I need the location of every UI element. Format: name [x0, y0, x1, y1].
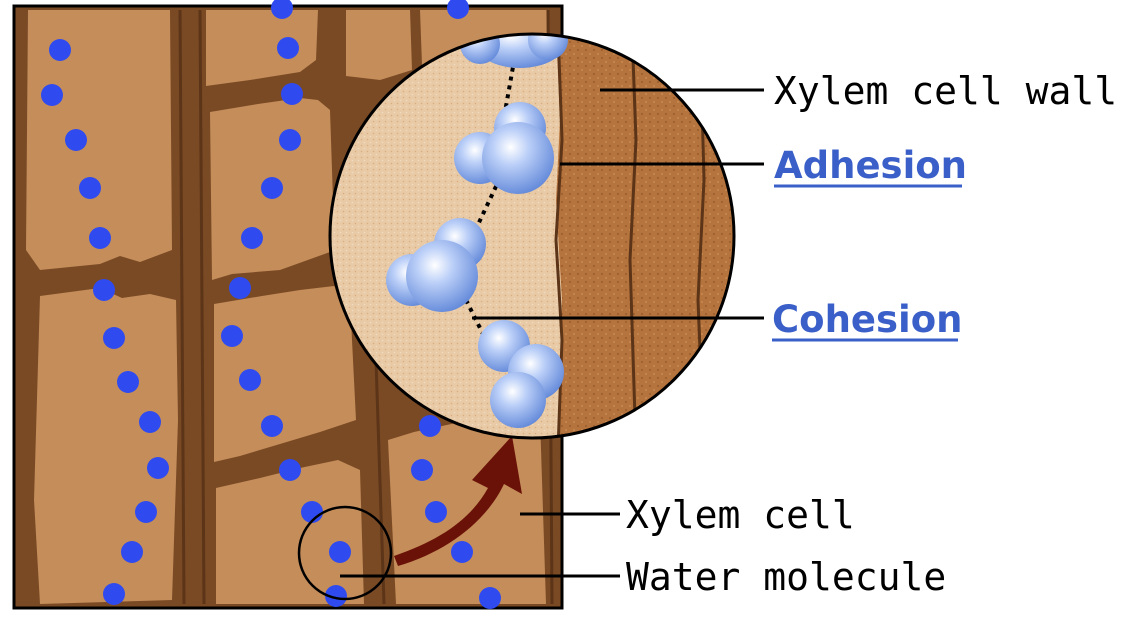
- water-dot: [49, 39, 71, 61]
- xylem-cell-wall-zoomed: [556, 34, 734, 438]
- water-dot: [411, 459, 433, 481]
- water-dot: [229, 277, 251, 299]
- link-adhesion[interactable]: Adhesion: [774, 144, 967, 188]
- water-molecule-3d: [454, 102, 554, 194]
- water-dot: [261, 177, 283, 199]
- water-dot: [139, 411, 161, 433]
- label-xylem-cell: Xylem cell: [626, 493, 855, 537]
- water-dot: [135, 501, 157, 523]
- water-molecule-3d: [386, 218, 486, 312]
- xylem-cell: [346, 10, 412, 80]
- xylem-cell: [216, 460, 364, 604]
- water-dot: [117, 371, 139, 393]
- water-dot: [79, 177, 101, 199]
- water-dot: [277, 37, 299, 59]
- xylem-cell: [26, 10, 172, 270]
- zoom-bubble: [328, 32, 736, 440]
- water-molecule-3d: [460, 34, 568, 68]
- water-dot: [241, 227, 263, 249]
- water-dot: [279, 129, 301, 151]
- water-dot: [325, 585, 347, 607]
- water-dot: [447, 0, 469, 19]
- link-cohesion[interactable]: Cohesion: [772, 298, 962, 342]
- curved-arrow-icon: [394, 436, 522, 566]
- water-dot: [103, 583, 125, 605]
- water-dot: [425, 501, 447, 523]
- water-dot: [221, 325, 243, 347]
- water-dot: [451, 541, 473, 563]
- water-dot: [89, 227, 111, 249]
- label-xylem-cell-wall: Xylem cell wall: [774, 69, 1117, 113]
- water-dot: [279, 459, 301, 481]
- water-dot: [239, 369, 261, 391]
- water-dot: [281, 83, 303, 105]
- water-molecule-3d: [478, 320, 564, 428]
- water-dot: [419, 415, 441, 437]
- label-water-molecule: Water molecule: [626, 555, 946, 599]
- xylem-cell: [206, 10, 318, 86]
- xylem-cell: [34, 288, 178, 604]
- xylem-cell: [214, 286, 356, 462]
- water-dot: [147, 457, 169, 479]
- water-dot: [65, 129, 87, 151]
- label-cohesion[interactable]: Cohesion: [772, 298, 962, 341]
- zoom-circle-icon: [297, 505, 393, 601]
- water-dot: [271, 0, 293, 19]
- water-dot: [121, 541, 143, 563]
- water-dot: [329, 541, 351, 563]
- hydrogen-bond: [498, 49, 518, 141]
- leader-lines: [340, 88, 764, 578]
- water-molecule-dots: [41, 0, 501, 609]
- label-adhesion[interactable]: Adhesion: [774, 144, 967, 187]
- water-dot: [103, 327, 125, 349]
- water-dot: [93, 279, 115, 301]
- water-dot: [41, 84, 63, 106]
- water-dot: [261, 415, 283, 437]
- water-dot: [479, 587, 501, 609]
